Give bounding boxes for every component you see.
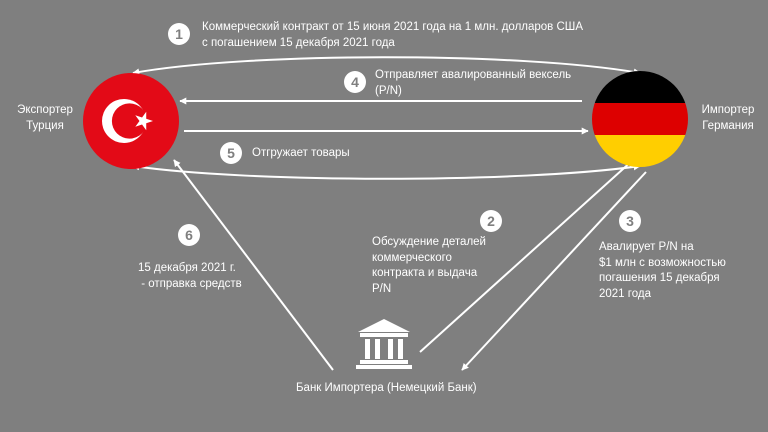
step-6-line: - отправка средств [138, 277, 242, 290]
step-1-badge: 1 [168, 23, 190, 45]
step-4-line: Отправляет авалированный вексель [375, 69, 572, 81]
step-2-line: коммерческого [372, 251, 452, 264]
exporter-label: Экспортер Турция [10, 103, 80, 134]
step-3-line: 2021 года [599, 287, 651, 300]
step-2-line: контракта и выдача [372, 267, 478, 279]
bank-building-icon [356, 319, 412, 369]
step-2-text: Обсуждение деталей коммерческого контрак… [372, 235, 486, 297]
exporter-label-role: Экспортер [17, 104, 73, 116]
step-4-line: (P/N) [375, 84, 402, 97]
step-5-text: Отгружает товары [252, 146, 350, 162]
step-4-badge: 4 [344, 71, 366, 93]
arrow-contract-arc [132, 56, 641, 76]
step-3-line: погашения 15 декабря [599, 272, 720, 284]
step-1-line: Коммерческий контракт от 15 июня 2021 го… [202, 21, 583, 33]
step-4-text: Отправляет авалированный вексель (P/N) [375, 68, 571, 99]
arrow-bank-to-importer [419, 159, 634, 353]
turkey-flag-icon [83, 73, 179, 169]
step-1-text: Коммерческий контракт от 15 июня 2021 го… [202, 20, 583, 51]
step-6-text: 15 декабря 2021 г. - отправка средств [138, 261, 242, 292]
step-5-badge: 5 [220, 142, 242, 164]
step-3-line: Авалирует P/N на [599, 241, 694, 253]
step-3-text: Авалирует P/N на $1 млн с возможностью п… [599, 240, 726, 302]
importer-label-role: Импортер [701, 104, 755, 116]
step-3-line: $1 млн с возможностью [599, 256, 726, 269]
step-6-badge: 6 [178, 224, 200, 246]
arrow-goods-arc [132, 163, 641, 180]
arrow-bank-to-exporter [173, 159, 334, 371]
exporter-label-country: Турция [26, 119, 64, 132]
arrow-importer-to-bank [461, 171, 647, 371]
step-1-line: с погашением 15 декабря 2021 года [202, 36, 395, 49]
step-6-line: 15 декабря 2021 г. [138, 262, 236, 274]
step-2-badge: 2 [480, 210, 502, 232]
bank-label: Банк Импортера (Немецкий Банк) [296, 382, 477, 394]
importer-label-country: Германия [702, 119, 754, 132]
step-3-badge: 3 [619, 210, 641, 232]
step-5-line: Отгружает товары [252, 147, 350, 159]
step-2-line: Обсуждение деталей [372, 236, 486, 248]
germany-flag-icon [592, 71, 688, 167]
importer-label: Импортер Германия [693, 103, 763, 134]
step-2-line: P/N [372, 282, 392, 295]
